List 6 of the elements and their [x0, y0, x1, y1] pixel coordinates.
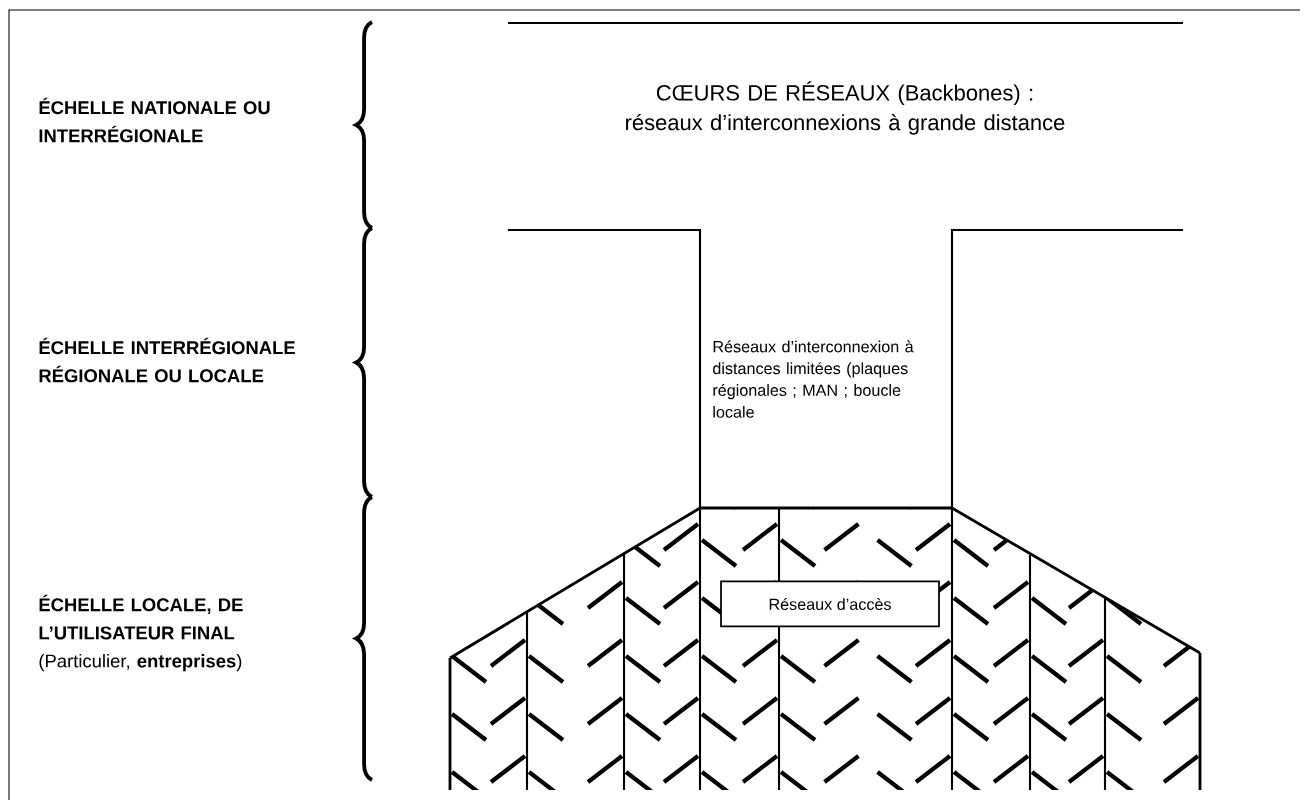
scale-label: ÉCHELLE LOCALE, DE L’UTILISATEUR FINAL (Particulier, entreprises)	[39, 594, 243, 672]
network-label: Réseaux d’interconnexion à distances limitées (plaques régionales ; MAN ; boucle locale	[713, 340, 914, 418]
network-label: CŒURS DE RÉSEAUX (Backbones) : réseaux d’interconnexions à grande distance	[626, 81, 1065, 135]
label-box: Réseaux d’accès	[720, 580, 940, 628]
scale-label: ÉCHELLE NATIONALE OU INTERRÉGIONALE	[39, 97, 270, 143]
scale-label: ÉCHELLE INTERRÉGIONALE RÉGIONALE OU LOCALE	[39, 337, 295, 383]
